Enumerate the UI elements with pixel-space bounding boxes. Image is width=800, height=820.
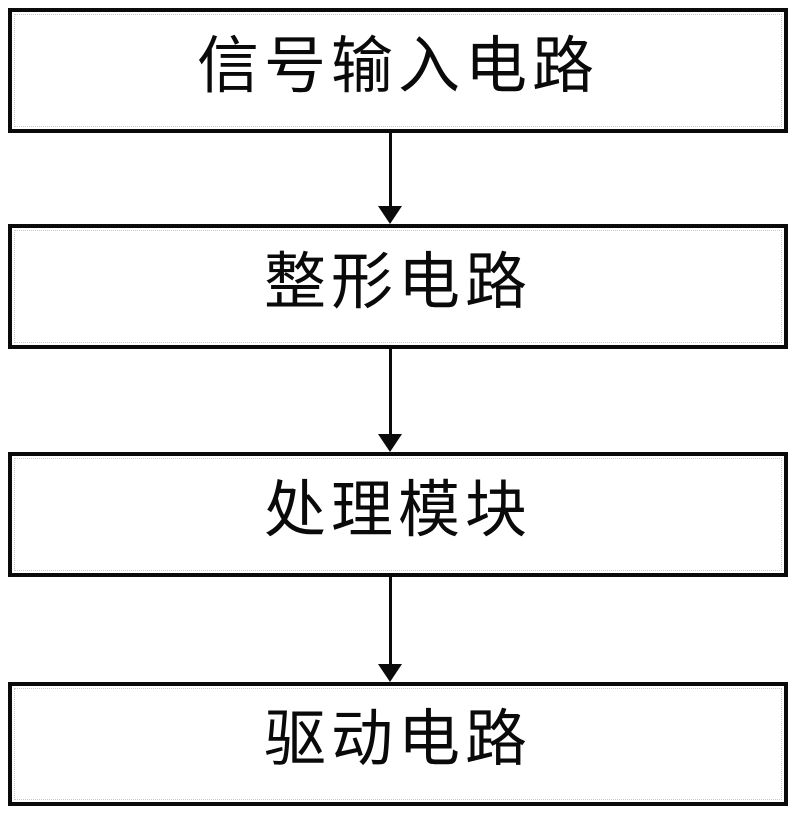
node-label-signal-input-circuit: 信号输入电路 [196, 32, 599, 101]
flow-arrow-1 [378, 133, 402, 224]
flow-arrow-3 [378, 577, 402, 682]
arrow-down-icon [378, 434, 402, 452]
flow-node-drive-circuit: 驱动电路 [8, 682, 788, 806]
arrow-down-icon [378, 206, 402, 224]
flow-node-shaping-circuit: 整形电路 [8, 224, 788, 349]
arrow-shaft [388, 349, 392, 434]
flow-node-processing-module: 处理模块 [8, 452, 788, 577]
arrow-shaft [388, 577, 392, 664]
flow-arrow-2 [378, 349, 402, 452]
node-label-drive-circuit: 驱动电路 [263, 706, 532, 774]
node-label-processing-module: 处理模块 [263, 476, 532, 545]
arrow-shaft [388, 133, 392, 206]
flow-node-signal-input-circuit: 信号输入电路 [8, 8, 788, 133]
node-label-shaping-circuit: 整形电路 [263, 248, 532, 317]
arrow-down-icon [378, 664, 402, 682]
